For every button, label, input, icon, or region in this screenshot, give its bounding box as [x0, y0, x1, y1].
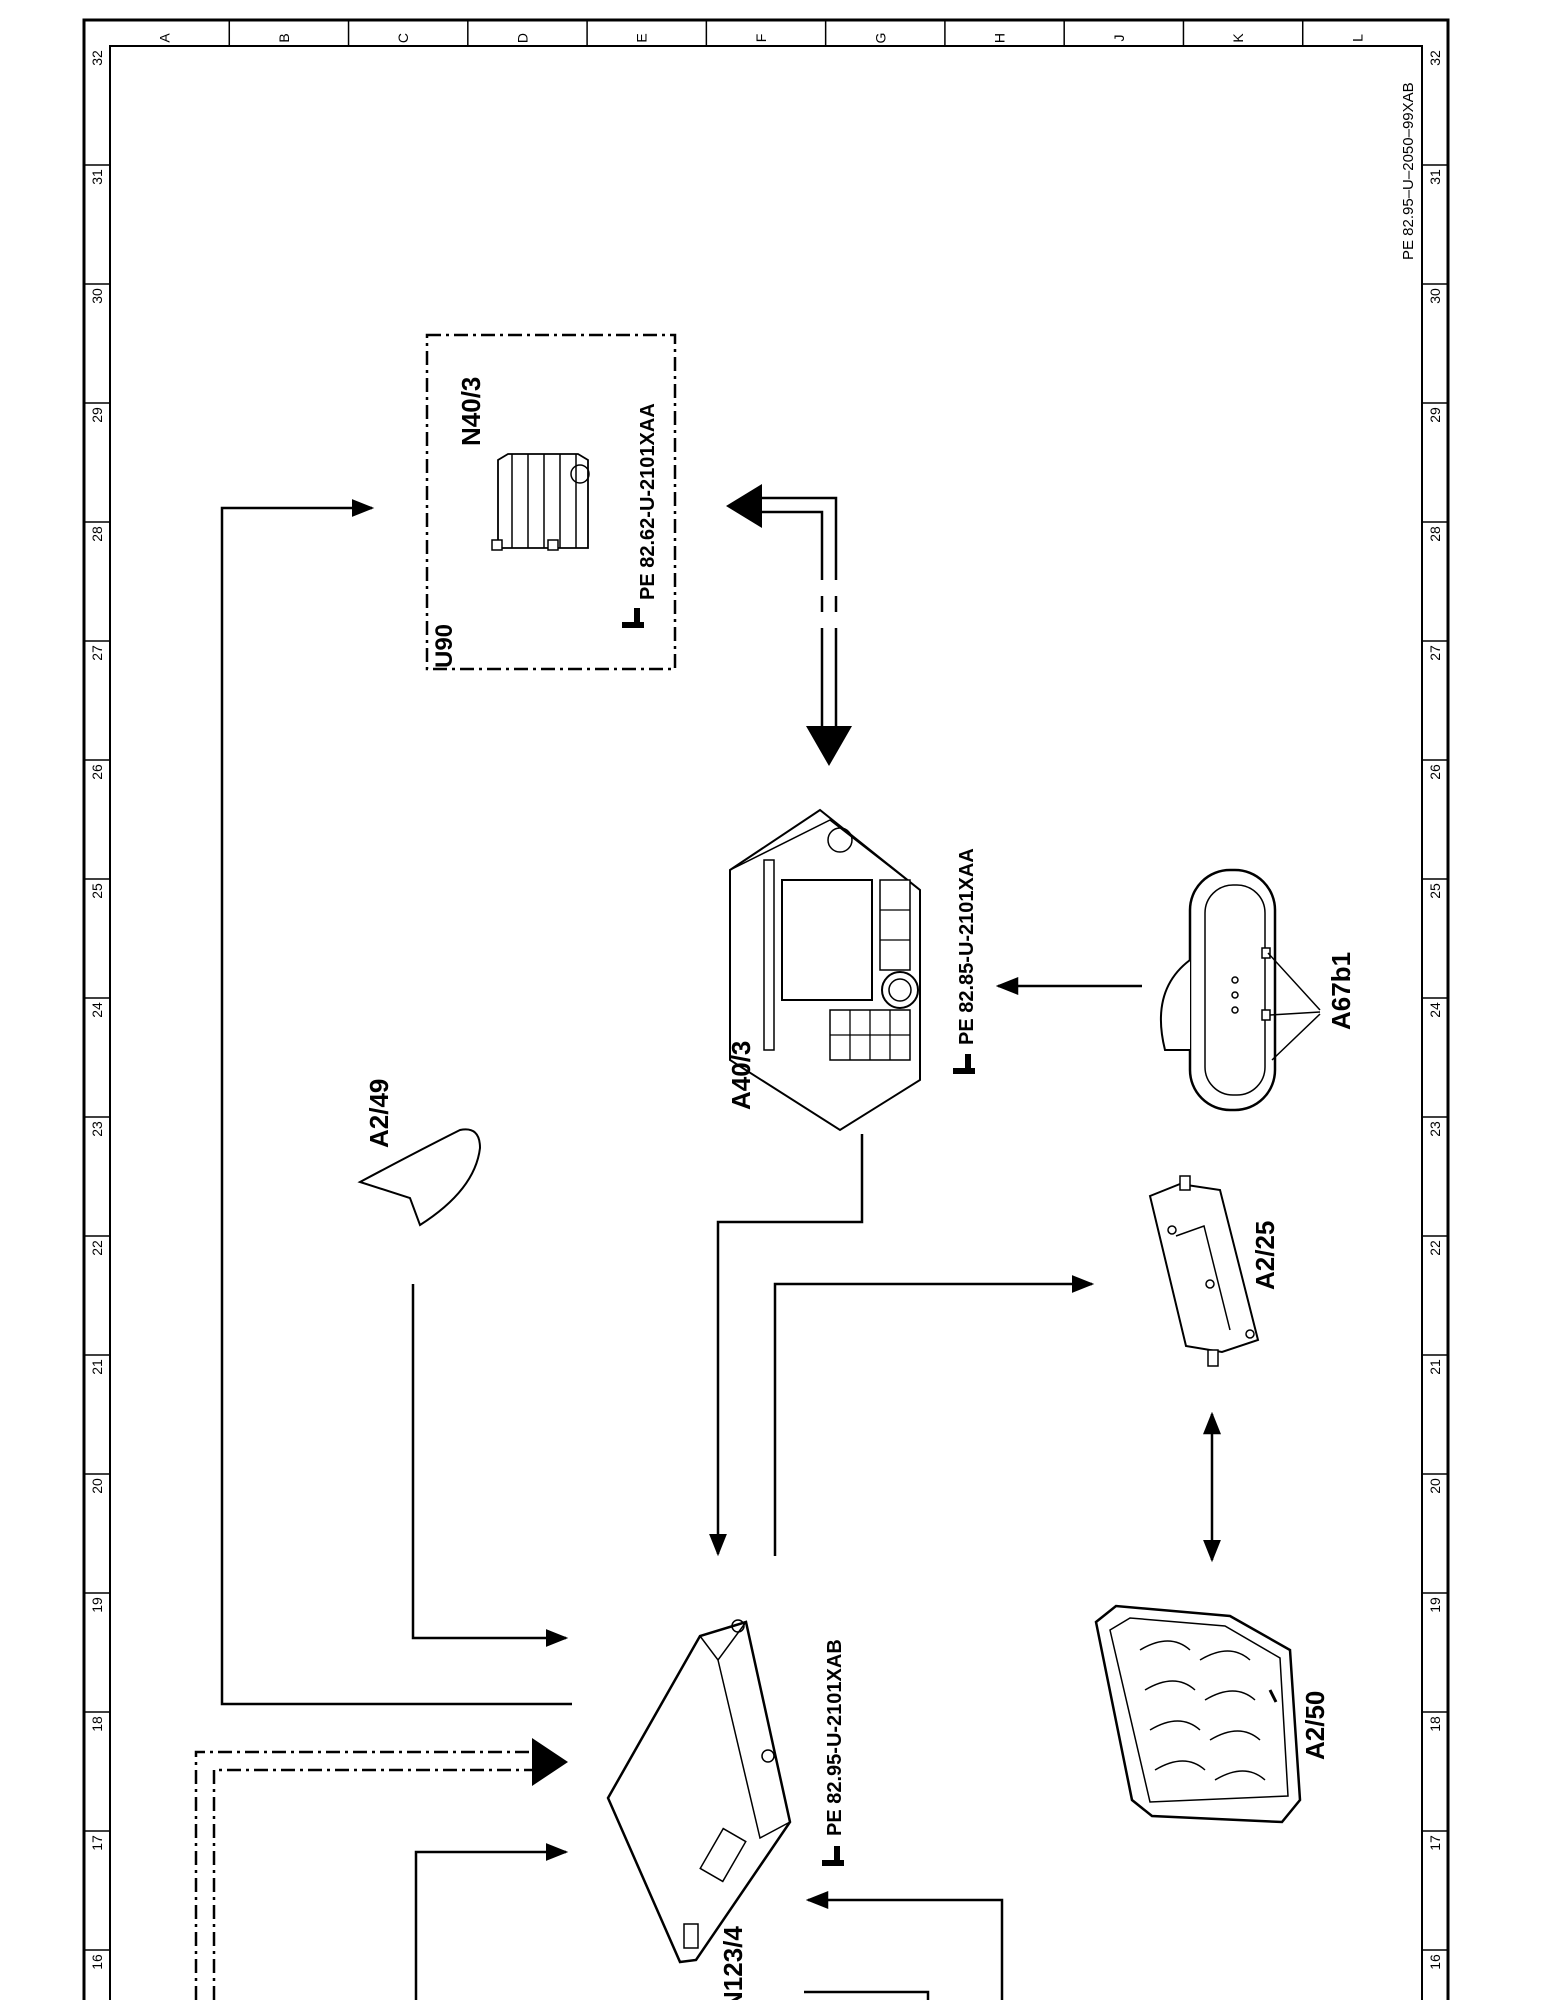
a40-3-device-icon [729, 808, 921, 1132]
row-label-right: 19 [1427, 1597, 1443, 1613]
pointing-hand-icon [822, 1846, 844, 1866]
inner-frame [109, 45, 1423, 2000]
arrow-to-n123-4 [532, 1738, 568, 1786]
row-label-right: 23 [1427, 1121, 1443, 1137]
column-label: L [1349, 34, 1365, 42]
a67b1-leader-lines [1267, 952, 1321, 1061]
a2-50-label: A2/50 [1300, 1691, 1330, 1760]
a2-50-device-icon [1094, 1604, 1302, 1824]
drawing-code: PE 82.95–U–2050–99XAB [1400, 82, 1417, 260]
row-label-right: 25 [1427, 883, 1443, 899]
connections [220, 499, 1221, 2000]
row-label-right: 20 [1427, 1478, 1443, 1494]
n123-4-label: N123/4 [718, 1926, 748, 2000]
row-label-left: 16 [89, 1954, 105, 1970]
a40-3-component[interactable]: A40/3 PE 82.85-U-2101XAA [726, 808, 978, 1132]
row-label-right: 17 [1427, 1835, 1443, 1851]
column-label: F [753, 34, 769, 43]
row-label-right: 16 [1427, 1954, 1443, 1970]
a40-3-label: A40/3 [726, 1041, 756, 1110]
row-label-left: 20 [89, 1478, 105, 1494]
pointing-hand-icon [953, 1054, 975, 1074]
n123-4-device-icon [606, 1619, 792, 1964]
row-label-right: 29 [1427, 407, 1443, 423]
row-label-right: 22 [1427, 1240, 1443, 1256]
row-label-right: 27 [1427, 645, 1443, 661]
u90-group: U90 [425, 333, 677, 671]
row-label-right: 18 [1427, 1716, 1443, 1732]
a2-25-device-icon [1148, 1175, 1260, 1367]
column-label: B [276, 33, 292, 42]
a2-49-label: A2/49 [364, 1079, 394, 1148]
row-label-left: 29 [89, 407, 105, 423]
a2-50-component[interactable]: A2/50 [1094, 1604, 1330, 1824]
row-label-left: 21 [89, 1359, 105, 1375]
line-n123-4-bottom-out [804, 1990, 930, 2000]
optical-bus-a40-3-n40-3 [726, 484, 852, 766]
row-label-left: 27 [89, 645, 105, 661]
a2-49-antenna-icon [357, 1128, 482, 1227]
line-n123-4-to-n40-3 [220, 499, 572, 1706]
row-label-right: 30 [1427, 288, 1443, 304]
row-label-left: 19 [89, 1597, 105, 1613]
a40-3-ref-text: PE 82.85-U-2101XAA [956, 848, 978, 1045]
row-label-right: 26 [1427, 764, 1443, 780]
line-a2-49-to-n123-4 [411, 1284, 569, 1647]
column-label: G [872, 33, 888, 44]
arrow-to-n40-3 [726, 484, 762, 528]
n40-3-component[interactable]: N40/3 PE 82.62-U-2101XAA [456, 377, 659, 628]
a67b1-device-icon [1159, 868, 1277, 1112]
column-label: J [1111, 35, 1127, 42]
line-bottom-to-n123-4 [805, 1891, 1004, 2000]
line-a40-3-to-n123-4 [709, 1134, 864, 1557]
row-label-right: 21 [1427, 1359, 1443, 1375]
row-label-right: 32 [1427, 50, 1443, 66]
line-n123-4-to-a2-25 [773, 1275, 1095, 1556]
a67b1-label: A67b1 [1326, 952, 1356, 1030]
a2-49-component[interactable]: A2/49 [357, 1079, 482, 1227]
line-left-lower-to-n123-4 [414, 1843, 569, 2000]
n123-4-component[interactable]: N123/4 PE 82.95-U-2101XAB [606, 1619, 846, 2000]
n40-3-device-icon [491, 453, 590, 551]
row-label-right: 28 [1427, 526, 1443, 542]
n40-3-ref-text: PE 82.62-U-2101XAA [637, 403, 659, 600]
column-label: D [514, 33, 530, 43]
optical-bus-left-to-n123-4 [194, 1738, 568, 2000]
n40-3-reference: PE 82.62-U-2101XAA [622, 403, 659, 628]
a40-3-reference: PE 82.85-U-2101XAA [953, 848, 978, 1074]
row-label-left: 23 [89, 1121, 105, 1137]
n123-4-reference: PE 82.95-U-2101XAB [822, 1639, 846, 1866]
row-label-left: 30 [89, 288, 105, 304]
row-label-right: 31 [1427, 169, 1443, 185]
row-label-left: 31 [89, 169, 105, 185]
u90-label: U90 [431, 624, 458, 668]
u90-dashed-box [425, 333, 677, 671]
row-label-left: 17 [89, 1835, 105, 1851]
row-label-left: 24 [89, 1002, 105, 1018]
column-label: A [157, 33, 173, 43]
outer-frame [82, 18, 1450, 2000]
column-label: E [634, 33, 650, 42]
a2-25-label: A2/25 [1250, 1221, 1280, 1290]
column-label: K [1230, 33, 1246, 43]
a67b1-component[interactable]: A67b1 [1159, 868, 1356, 1112]
row-label-right: 24 [1427, 1002, 1443, 1018]
column-label: H [992, 33, 1008, 43]
row-grid: 32 32 31 31 30 30 29 29 28 28 27 27 26 26 25 25 24 24 23 23… [84, 50, 1448, 1970]
a2-25-component[interactable]: A2/25 [1148, 1175, 1280, 1367]
row-label-left: 22 [89, 1240, 105, 1256]
row-label-left: 26 [89, 764, 105, 780]
pointing-hand-icon [622, 608, 644, 628]
n40-3-label: N40/3 [456, 377, 486, 446]
n123-4-ref-text: PE 82.95-U-2101XAB [824, 1639, 846, 1836]
row-label-left: 28 [89, 526, 105, 542]
row-label-left: 18 [89, 1716, 105, 1732]
column-label: C [395, 33, 411, 43]
row-label-left: 25 [89, 883, 105, 899]
row-label-left: 32 [89, 50, 105, 66]
arrow-to-a40-3 [806, 726, 852, 766]
